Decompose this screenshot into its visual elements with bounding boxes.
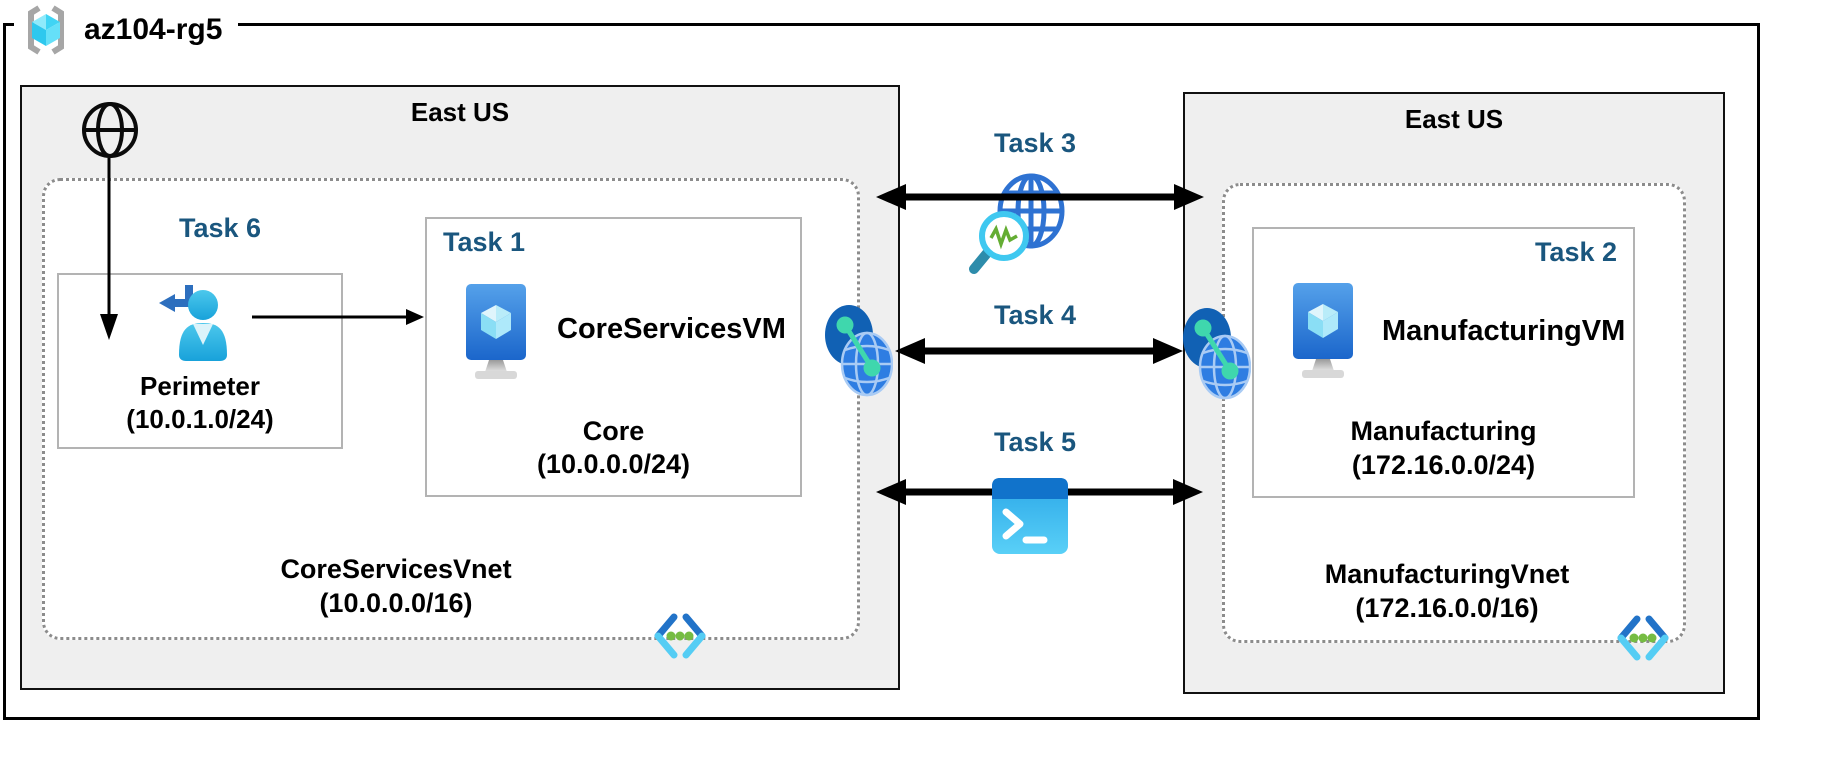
- manufacturing-vnet-name: ManufacturingVnet: [1324, 559, 1570, 589]
- vnet-peering-icon: [1183, 308, 1251, 400]
- resource-group-icon: [28, 5, 64, 55]
- perimeter-subnet-box: Perimeter (10.0.1.0/24): [57, 273, 343, 449]
- internet-globe-icon: [82, 102, 138, 158]
- task3-label: Task 3: [993, 128, 1077, 158]
- task1-label: Task 1: [443, 227, 526, 257]
- perimeter-caption: Perimeter (10.0.1.0/24): [59, 370, 341, 436]
- region-left-title: East US: [410, 97, 510, 127]
- guest-user-icon: [159, 285, 227, 361]
- core-services-vnet-label: CoreServicesVnet (10.0.0.0/16): [246, 552, 546, 620]
- task1-box: Task 1 CoreServicesVM Core (10.0.0.0/24): [425, 217, 802, 497]
- perimeter-name: Perimeter: [140, 371, 260, 401]
- core-subnet-caption: Core (10.0.0.0/24): [427, 415, 800, 481]
- task4-label: Task 4: [993, 300, 1077, 330]
- virtual-network-icon: [654, 613, 706, 659]
- region-right-title: East US: [1404, 104, 1504, 134]
- task6-label: Task 6: [178, 213, 262, 243]
- core-subnet-cidr: (10.0.0.0/24): [536, 449, 691, 479]
- cloud-shell-icon: [992, 478, 1068, 554]
- resource-group-label: az104-rg5: [14, 2, 239, 58]
- manufacturing-vnet-cidr: (172.16.0.0/16): [1355, 593, 1539, 623]
- task5-label: Task 5: [993, 427, 1077, 457]
- core-services-vnet-cidr: (10.0.0.0/16): [319, 588, 473, 618]
- manufacturing-vm-name: ManufacturingVM: [1382, 315, 1626, 347]
- core-services-vnet-name: CoreServicesVnet: [280, 554, 512, 584]
- resource-group-name: az104-rg5: [84, 13, 223, 46]
- task2-label: Task 2: [1534, 237, 1617, 267]
- manufacturing-subnet-caption: Manufacturing (172.16.0.0/24): [1254, 414, 1633, 482]
- manufacturing-subnet-cidr: (172.16.0.0/24): [1351, 450, 1536, 480]
- manufacturing-vnet-label: ManufacturingVnet (172.16.0.0/16): [1297, 557, 1597, 625]
- core-services-vm-name: CoreServicesVM: [557, 313, 786, 345]
- vnet-peering-icon: [825, 305, 893, 397]
- virtual-network-icon: [1617, 615, 1669, 661]
- task2-box: Task 2 ManufacturingVM Manufacturing (17…: [1252, 227, 1635, 498]
- virtual-machine-icon: [466, 284, 526, 379]
- core-subnet-name: Core: [582, 416, 645, 446]
- resource-group-box: [3, 23, 1760, 720]
- network-watcher-icon: [969, 173, 1065, 274]
- manufacturing-subnet-name: Manufacturing: [1350, 416, 1537, 446]
- perimeter-cidr: (10.0.1.0/24): [126, 404, 274, 434]
- virtual-machine-icon: [1293, 283, 1353, 378]
